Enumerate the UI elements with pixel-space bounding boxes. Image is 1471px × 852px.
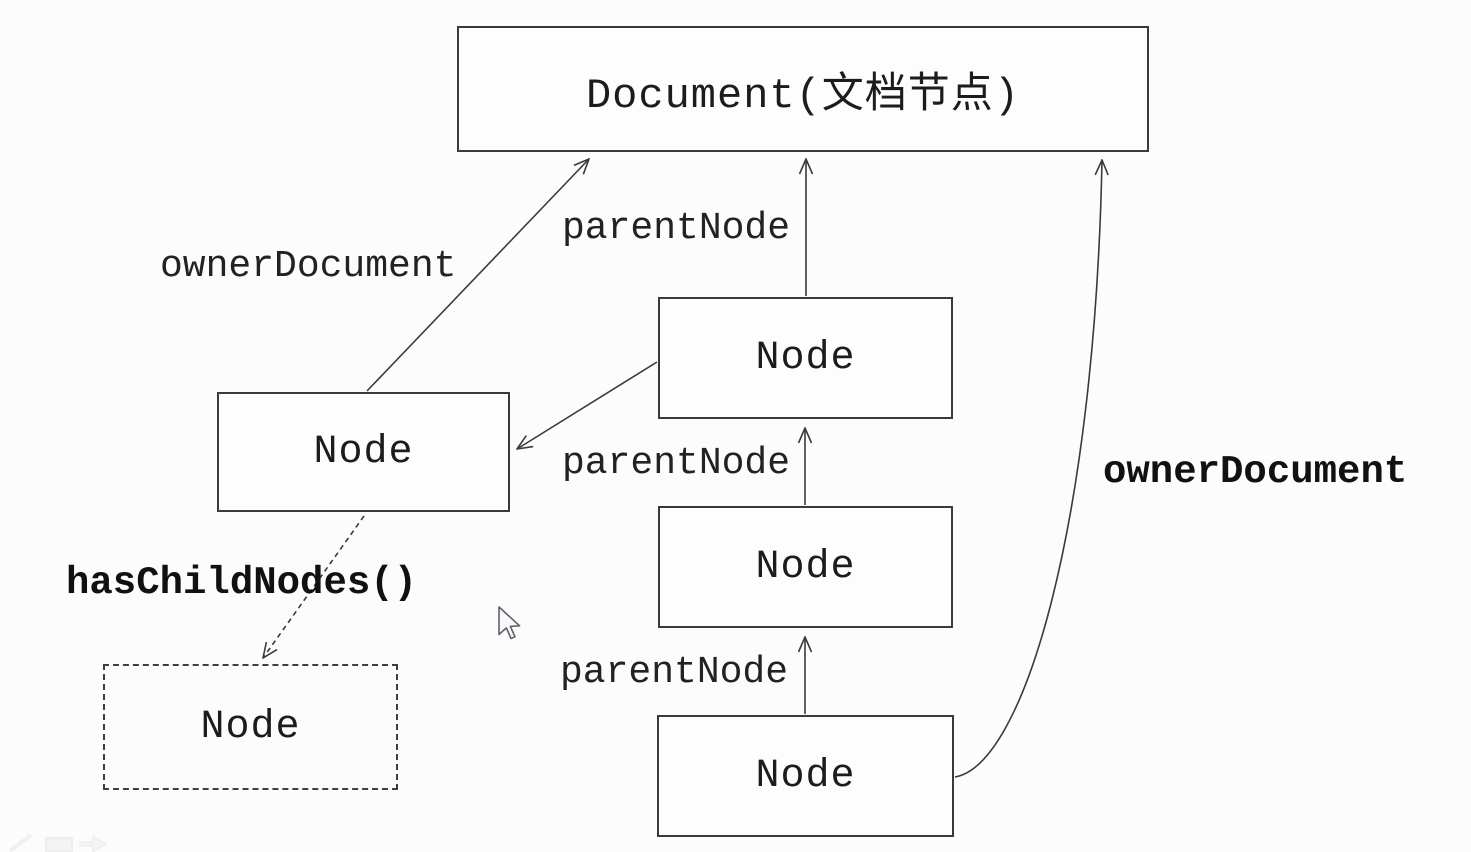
node-label-dashed: Node: [200, 704, 301, 750]
node-box-dashed: Node: [103, 664, 398, 790]
node-box-left: Node: [217, 392, 510, 512]
node-label-child-mid: Node: [755, 544, 856, 590]
label-ownerdocument-right: ownerDocument: [1103, 450, 1408, 494]
label-ownerdocument-left: ownerDocument: [160, 245, 457, 288]
edge-ownerdocument-left-arrow: [366, 159, 589, 392]
annotation-arrow-icon[interactable]: [79, 834, 108, 852]
node-box-child-bottom: Node: [657, 715, 954, 837]
node-box-child-top: Node: [658, 297, 953, 419]
label-parentnode-mid: parentNode: [562, 442, 791, 485]
node-box-child-mid: Node: [658, 506, 953, 628]
edge-haschildnodes-dashed-arrow: [263, 515, 365, 658]
node-label-left: Node: [313, 429, 414, 475]
edge-ownerdocument-right-curve: [954, 160, 1102, 778]
node-label-document: Document(文档节点): [585, 71, 1021, 120]
annotation-pen-icon[interactable]: [8, 833, 33, 852]
edge-node-to-left-node-arrow: [517, 361, 658, 449]
label-parentnode-top: parentNode: [562, 207, 791, 250]
label-parentnode-bottom: parentNode: [560, 651, 789, 694]
node-label-child-top: Node: [755, 335, 856, 381]
annotation-toolbar: [8, 833, 108, 852]
node-label-child-bottom: Node: [755, 753, 856, 799]
label-haschildnodes: hasChildNodes(): [66, 561, 418, 605]
node-box-document: Document(文档节点): [457, 26, 1149, 152]
annotation-rectangle-icon[interactable]: [45, 837, 73, 852]
